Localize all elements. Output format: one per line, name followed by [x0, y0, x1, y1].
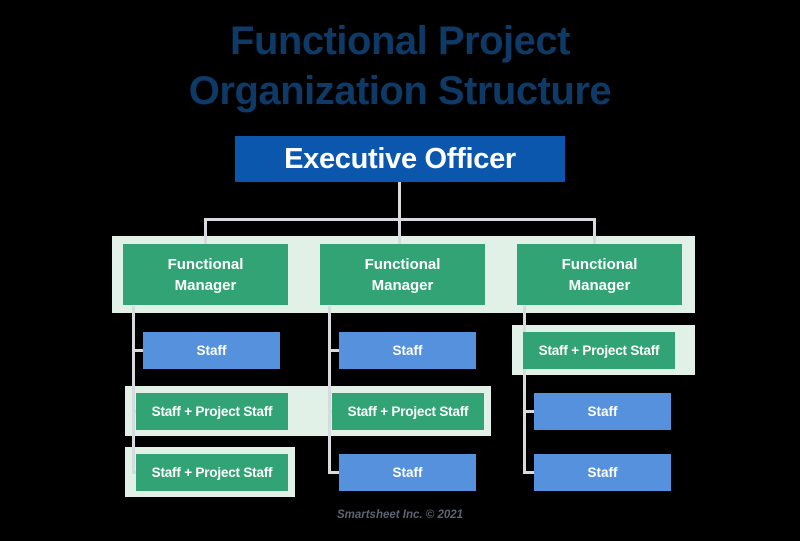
node-col2-report-1-label: Staff	[392, 343, 423, 358]
node-col1-report-2[interactable]: Staff + Project Staff	[136, 393, 288, 430]
node-col2-report-2-label: Staff + Project Staff	[347, 404, 469, 419]
connector-col3-stub-3	[523, 471, 535, 474]
page-title-line-1: Functional Project	[230, 19, 570, 63]
node-functional-manager-3-label-line1: Functional	[561, 255, 638, 273]
node-col3-report-2[interactable]: Staff	[534, 393, 671, 430]
connector-col3-trunk	[523, 306, 526, 473]
connector-col1-stub-1	[132, 349, 144, 352]
node-executive-officer[interactable]: Executive Officer	[235, 136, 565, 182]
node-col1-report-3[interactable]: Staff + Project Staff	[136, 454, 288, 491]
connector-bus-to-manager-1	[204, 218, 207, 244]
node-functional-manager-1-label-line1: Functional	[167, 255, 244, 273]
page-title-line-2: Organization Structure	[188, 69, 612, 113]
connector-col2-stub-1	[328, 349, 340, 352]
node-functional-manager-2[interactable]: Functional Manager	[320, 244, 485, 305]
node-functional-manager-2-label-line2: Manager	[371, 276, 434, 294]
node-executive-officer-label: Executive Officer	[284, 142, 516, 175]
node-functional-manager-3[interactable]: Functional Manager	[517, 244, 682, 305]
node-functional-manager-1-label-line2: Manager	[174, 276, 237, 294]
node-col3-report-2-label: Staff	[587, 404, 618, 419]
node-col1-report-1-label: Staff	[196, 343, 227, 358]
node-col3-report-1-label: Staff + Project Staff	[538, 343, 660, 358]
node-col1-report-3-label: Staff + Project Staff	[151, 465, 273, 480]
connector-col3-stub-2	[523, 410, 535, 413]
node-col2-report-3-label: Staff	[392, 465, 423, 480]
connector-col1-trunk	[132, 306, 135, 473]
node-col3-report-3[interactable]: Staff	[534, 454, 671, 491]
copyright-footer: Smartsheet Inc. © 2021	[336, 509, 464, 521]
connector-col2-trunk	[328, 306, 331, 473]
node-functional-manager-1[interactable]: Functional Manager	[123, 244, 288, 305]
node-col2-report-2[interactable]: Staff + Project Staff	[332, 393, 484, 430]
node-col1-report-2-label: Staff + Project Staff	[151, 404, 273, 419]
page-title: Functional Project Organization Structur…	[0, 16, 800, 116]
node-col3-report-3-label: Staff	[587, 465, 618, 480]
connector-col2-stub-3	[328, 471, 340, 474]
node-functional-manager-3-label-line2: Manager	[568, 276, 631, 294]
node-functional-manager-2-label-line1: Functional	[364, 255, 441, 273]
node-col1-report-1[interactable]: Staff	[143, 332, 280, 369]
connector-exec-down	[398, 182, 401, 241]
connector-bus-to-manager-3	[593, 218, 596, 244]
node-col2-report-1[interactable]: Staff	[339, 332, 476, 369]
node-col3-report-1[interactable]: Staff + Project Staff	[523, 332, 675, 369]
connector-bus-to-manager-2	[398, 218, 401, 244]
node-col2-report-3[interactable]: Staff	[339, 454, 476, 491]
